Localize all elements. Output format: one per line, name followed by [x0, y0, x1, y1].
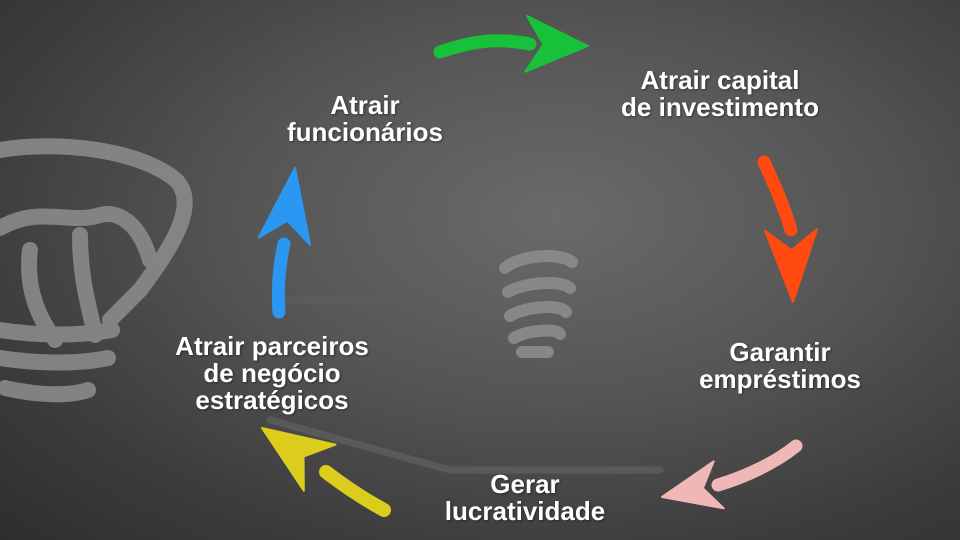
arrow-pink-head — [661, 460, 725, 510]
faint-connector-lines — [266, 284, 664, 474]
arrow-blue-head — [257, 167, 312, 246]
step-label-attract-employees: Atrair funcionários — [286, 90, 443, 147]
lightbulb-sketch-icon — [0, 138, 193, 403]
arrow-red — [757, 155, 818, 303]
arrow-red-shaft — [757, 155, 798, 237]
arrow-green — [433, 14, 589, 73]
arrow-pink — [661, 439, 803, 510]
step-label-attract-capital: Atrair capital de investimento — [621, 65, 819, 122]
arrow-blue — [257, 167, 312, 319]
step-label-generate-profit: Gerar lucratividade — [444, 469, 606, 526]
arrow-yellow — [261, 427, 391, 517]
arrow-green-shaft — [433, 34, 537, 59]
step-label-secure-loans: Garantir empréstimos — [699, 337, 861, 394]
arrow-yellow-shaft — [319, 465, 391, 517]
arrow-blue-shaft — [271, 237, 291, 319]
arrow-green-head — [524, 14, 589, 73]
step-label-attract-partners: Atrair parceiros de negócio estratégicos — [175, 331, 369, 415]
arrow-yellow-head — [261, 427, 337, 492]
arrow-red-head — [764, 228, 818, 303]
bulb-coil-sketch-icon — [499, 250, 578, 358]
arrow-pink-shaft — [711, 439, 803, 492]
